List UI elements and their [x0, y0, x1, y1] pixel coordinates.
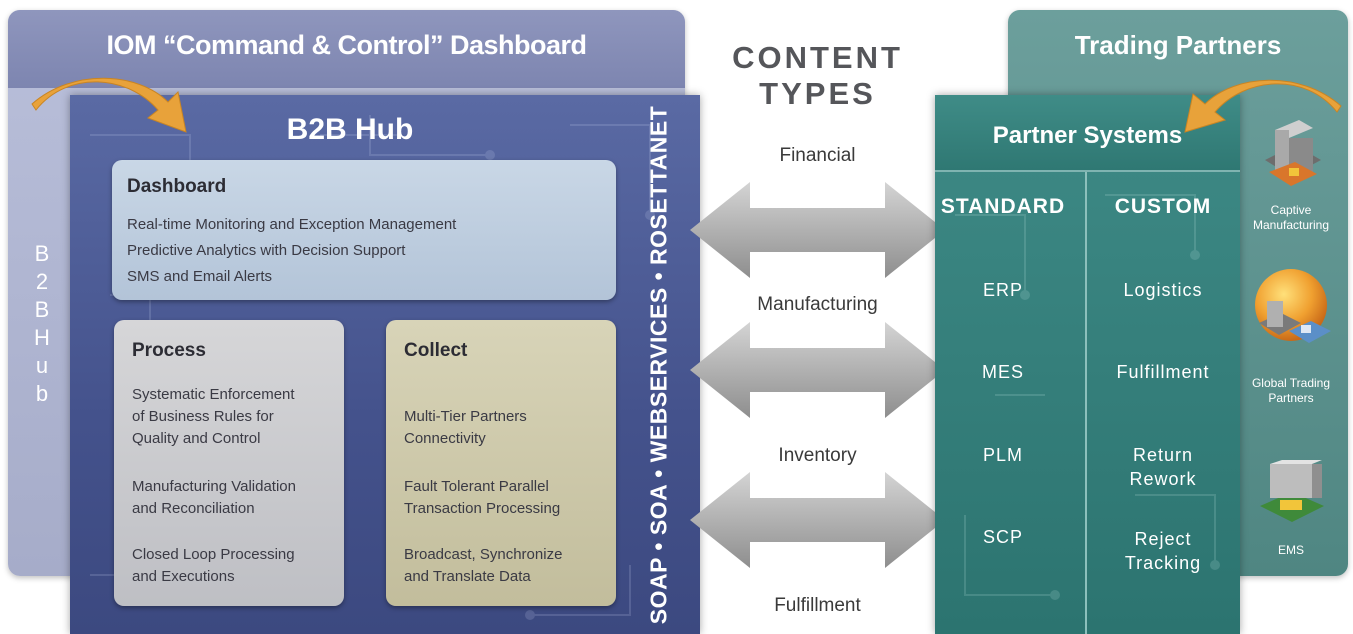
double-arrow-icon — [690, 322, 945, 418]
process-box: Process Systematic Enforcement of Busine… — [114, 320, 344, 606]
icon-label-line: Global Trading — [1251, 376, 1331, 390]
side-letter: H — [34, 325, 50, 350]
custom-header: CUSTOM — [1114, 195, 1212, 218]
column-divider — [1085, 172, 1087, 634]
icon-label-line: Partners — [1268, 391, 1314, 405]
circuit-pattern — [955, 194, 1220, 600]
iom-dashboard-title: IOM “Command & Control” Dashboard — [106, 30, 587, 60]
process-line: and Executions — [132, 568, 235, 585]
double-arrow-icon — [690, 472, 945, 568]
side-letter: B — [34, 241, 50, 266]
ems-label: EMS — [1236, 543, 1346, 558]
curved-arrow-icon — [1184, 79, 1342, 133]
captive-manufacturing-icon — [1265, 120, 1321, 186]
custom-item-fulfillment: Fulfillment — [1116, 362, 1210, 382]
dashboard-box-title: Dashboard — [127, 176, 227, 197]
content-type-inventory: Inventory — [778, 445, 857, 466]
ems-icon — [1260, 460, 1324, 522]
standard-item-erp: ERP — [982, 280, 1023, 300]
content-types-title: CONTENT TYPES — [700, 40, 935, 112]
process-line: Systematic Enforcement — [132, 386, 295, 403]
process-box-title: Process — [132, 340, 206, 361]
collect-line: Fault Tolerant Parallel — [404, 478, 549, 495]
process-line: Manufacturing Validation — [132, 478, 296, 495]
content-type-manufacturing: Manufacturing — [757, 294, 878, 315]
collect-line: and Translate Data — [404, 568, 531, 585]
standard-item-scp: SCP — [982, 527, 1023, 547]
protocols-text: SOAP • SOA • WEBSERVICES • ROSETTANET — [645, 105, 672, 625]
hub-title: B2B Hub — [286, 113, 414, 146]
collect-line: Transaction Processing — [404, 500, 561, 517]
process-line: Closed Loop Processing — [132, 546, 295, 563]
custom-item-rework: Rework — [1129, 469, 1197, 489]
process-line: Quality and Control — [132, 430, 261, 447]
protocols-label: SOAP • SOA • WEBSERVICES • ROSETTANET — [634, 106, 684, 625]
dashboard-line: SMS and Email Alerts — [127, 268, 273, 285]
side-letter: b — [35, 381, 49, 406]
standard-item-plm: PLM — [982, 445, 1023, 465]
global-trading-partners-label: Global Trading Partners — [1236, 376, 1346, 406]
global-trading-partners-icon — [1255, 269, 1331, 343]
icon-label-line: Captive — [1270, 203, 1312, 217]
standard-item-mes: MES — [981, 362, 1024, 382]
side-letter: 2 — [35, 269, 49, 294]
process-line: of Business Rules for — [132, 408, 274, 425]
content-type-fulfillment: Fulfillment — [774, 595, 861, 616]
trading-partners-title: Trading Partners — [1074, 30, 1282, 60]
collect-box-title: Collect — [404, 340, 468, 361]
captive-manufacturing-label: Captive Manufacturing — [1236, 203, 1346, 233]
b2b-hub-side-label: B 2 B H u b — [30, 240, 54, 408]
icon-label-line: Manufacturing — [1252, 218, 1330, 232]
side-letter: B — [34, 297, 50, 322]
content-type-financial: Financial — [779, 145, 856, 166]
collect-line: Connectivity — [404, 430, 486, 447]
collect-box: Collect Multi-Tier Partners Connectivity… — [386, 320, 616, 606]
side-letter: u — [35, 353, 49, 378]
custom-item-logistics: Logistics — [1123, 280, 1203, 300]
custom-item-reject: Reject — [1134, 529, 1192, 549]
dashboard-line: Predictive Analytics with Decision Suppo… — [127, 242, 406, 259]
collect-line: Broadcast, Synchronize — [404, 546, 563, 563]
collect-line: Multi-Tier Partners — [404, 408, 527, 425]
custom-item-return: Return — [1132, 445, 1194, 465]
icon-label-line: EMS — [1277, 543, 1304, 557]
content-types-line1: CONTENT — [732, 40, 903, 75]
iom-title-bar — [8, 10, 685, 88]
custom-item-tracking: Tracking — [1124, 553, 1202, 573]
partner-systems-panel — [935, 95, 1240, 634]
partner-systems-header — [935, 95, 1240, 172]
double-arrow-icon — [690, 182, 945, 278]
partner-systems-title: Partner Systems — [992, 122, 1183, 149]
dashboard-line: Real-time Monitoring and Exception Manag… — [127, 216, 457, 233]
curved-arrow-icon — [31, 77, 187, 133]
standard-header: STANDARD — [940, 195, 1066, 218]
dashboard-box: Dashboard Real-time Monitoring and Excep… — [112, 160, 616, 300]
content-types-line2: TYPES — [759, 76, 876, 111]
process-line: and Reconciliation — [132, 500, 255, 517]
